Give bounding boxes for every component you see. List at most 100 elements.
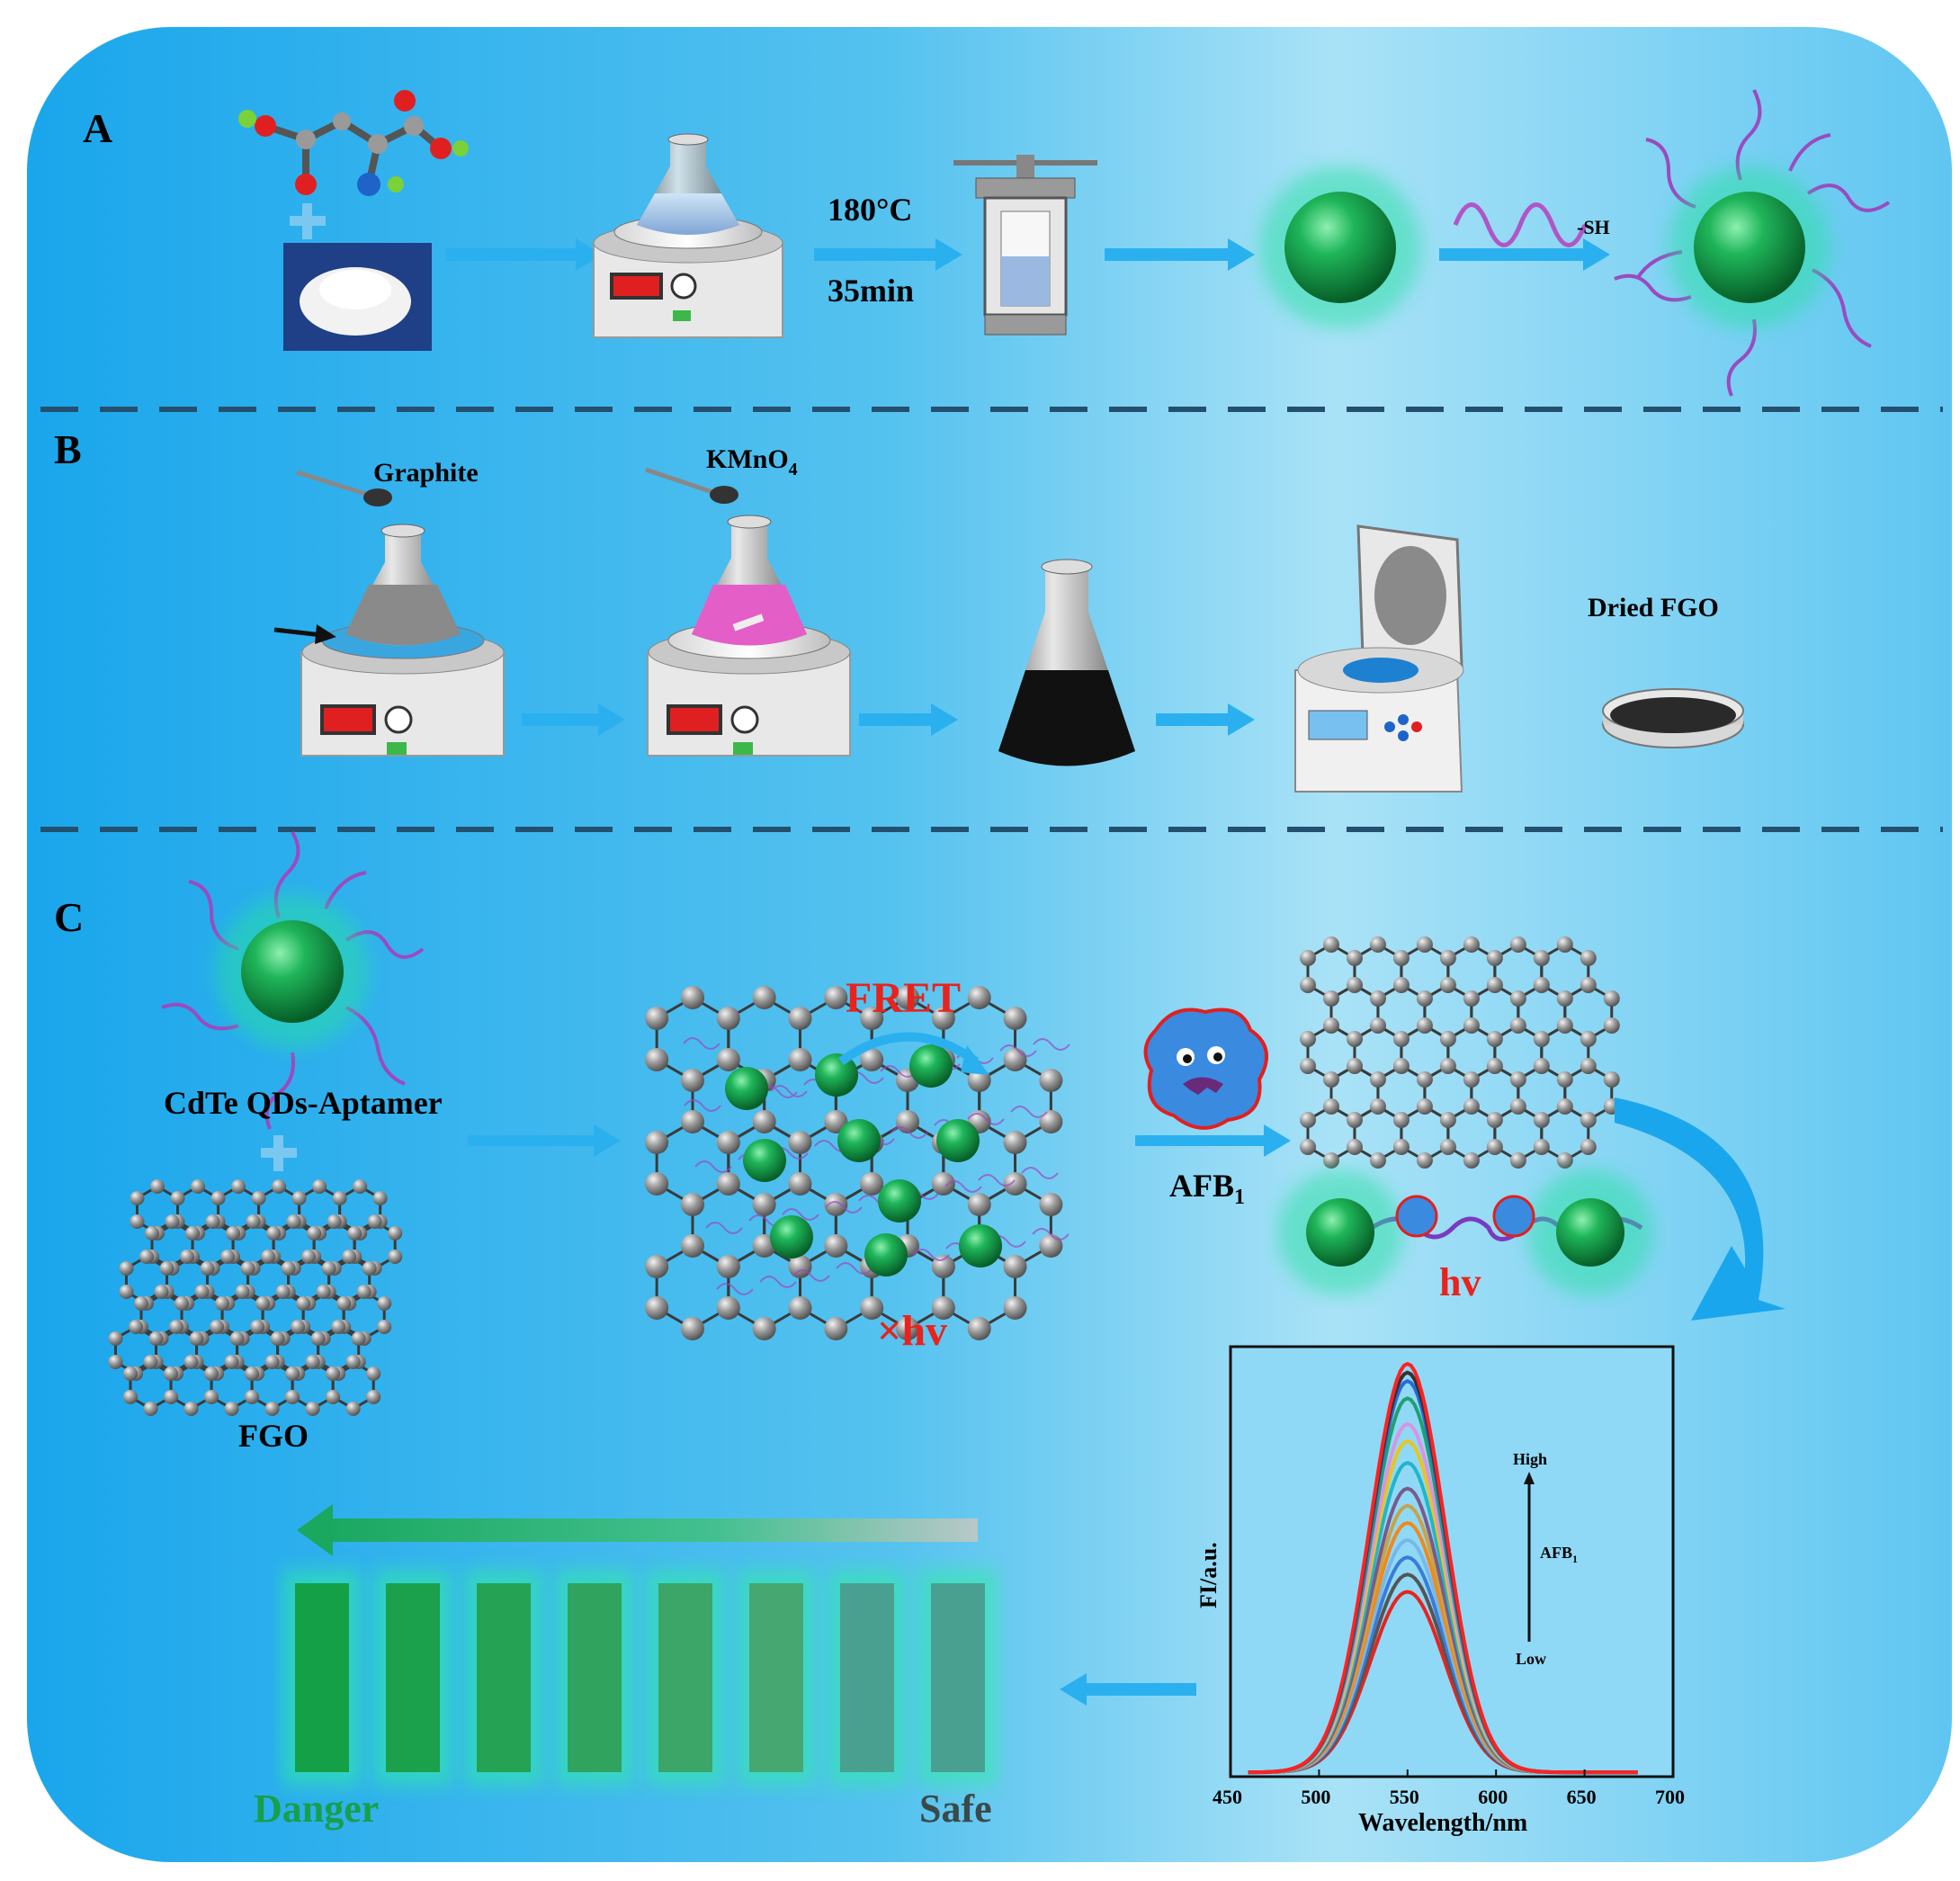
chart-tick-label: 550 — [1390, 1786, 1419, 1808]
chart-annotation-text: AFB — [1540, 1544, 1572, 1562]
aptamer-strand — [770, 1085, 808, 1097]
lattice-atom — [967, 1317, 991, 1340]
aptamer-strand — [891, 1126, 928, 1139]
lattice-atom — [1300, 1031, 1317, 1047]
lattice-atom — [1509, 1071, 1526, 1088]
lattice-atom — [301, 1250, 317, 1264]
lattice-atom — [645, 1007, 669, 1030]
lattice-atom — [164, 1390, 179, 1404]
oxidant-subscript: 4 — [789, 460, 798, 479]
lattice-atom — [1509, 1017, 1526, 1034]
lattice-atom — [1039, 1110, 1063, 1133]
lattice-atom — [1439, 977, 1456, 993]
lattice-atom — [1392, 977, 1410, 993]
lattice-atom — [148, 1331, 164, 1346]
lattice-atom — [261, 1250, 276, 1264]
lattice-atom — [1486, 1058, 1503, 1074]
aptamer-strand — [694, 1160, 732, 1173]
lattice-atom — [1509, 1098, 1526, 1115]
aptamer-quantum-dot-icon — [161, 830, 425, 1130]
lattice-atom — [1556, 1152, 1573, 1169]
lattice-atom — [645, 1048, 669, 1071]
lattice-atom — [1439, 950, 1456, 966]
lattice-atom — [347, 1226, 362, 1241]
lattice-atom — [1003, 1048, 1027, 1071]
lattice-atom — [788, 1007, 812, 1030]
lattice-atom — [1392, 1031, 1410, 1047]
lattice-atom — [1323, 1017, 1339, 1034]
lattice-atom — [169, 1320, 184, 1334]
lattice-atom — [108, 1331, 123, 1346]
lattice-atom — [1463, 1098, 1480, 1115]
fgo-label: FGO — [238, 1418, 309, 1454]
lattice-atom — [1486, 1112, 1503, 1128]
lattice-atom — [191, 1179, 206, 1194]
lattice-atom — [1463, 936, 1480, 953]
aptamer-strand-icon — [1453, 202, 1588, 247]
lattice-atom — [716, 1172, 740, 1196]
test-strip — [840, 1583, 894, 1772]
plus-icon — [290, 203, 326, 239]
lattice-atom — [204, 1390, 219, 1404]
lattice-atom — [332, 1191, 347, 1205]
test-strip — [749, 1583, 803, 1772]
lattice-atom — [1533, 1112, 1550, 1128]
lattice-atom — [1533, 950, 1550, 966]
aptamer-strand — [1010, 1106, 1048, 1118]
arrow-icon — [1060, 1673, 1196, 1706]
black-solution-flask-icon — [998, 559, 1135, 766]
chart-tick-label: 700 — [1655, 1786, 1685, 1808]
aptamer-strand — [759, 1276, 797, 1288]
lattice-atom — [1392, 1112, 1410, 1128]
lattice-atom — [752, 1317, 776, 1340]
lattice-atom — [183, 1355, 199, 1369]
aptamer-strand — [1032, 1228, 1069, 1241]
lattice-atom — [305, 1402, 320, 1416]
lattice-atom — [145, 1226, 159, 1241]
lattice-atom — [1416, 990, 1433, 1007]
quantum-dot — [743, 1139, 786, 1182]
panel-label-c: C — [54, 894, 84, 940]
quantum-dot — [725, 1067, 768, 1110]
lattice-atom — [1439, 1031, 1456, 1047]
dried-fgo-label: Dried FGO — [1588, 593, 1719, 623]
lattice-atom — [231, 1179, 246, 1194]
lattice-atom — [205, 1214, 220, 1229]
lattice-atom — [1416, 1152, 1433, 1169]
spoon-icon — [645, 467, 738, 504]
lattice-atom — [1392, 950, 1410, 966]
lattice-atom — [1416, 1098, 1433, 1115]
lattice-atom — [372, 1191, 388, 1205]
lattice-atom — [165, 1214, 180, 1229]
plus-icon — [261, 1135, 297, 1171]
lattice-atom — [1346, 1112, 1363, 1128]
lattice-atom — [788, 1296, 812, 1320]
lattice-atom — [356, 1285, 371, 1299]
graphene-lattice-icon — [108, 1179, 403, 1416]
aptamer-strand — [683, 1037, 720, 1050]
lattice-atom — [150, 1179, 165, 1194]
lattice-atom — [194, 1285, 210, 1299]
lattice-atom — [143, 1355, 158, 1369]
lattice-atom — [1486, 977, 1503, 993]
aptamer-strand — [716, 1283, 754, 1295]
aptamer-strand — [978, 1174, 1016, 1187]
lattice-atom — [240, 1261, 255, 1276]
emission-label: hv — [1439, 1260, 1481, 1304]
lattice-atom — [185, 1226, 201, 1241]
quantum-dot — [815, 1053, 858, 1097]
chart-tick-label: 500 — [1301, 1786, 1330, 1808]
temperature-label: 180°C — [828, 192, 912, 228]
aptamer-strand — [967, 1113, 1005, 1125]
lattice-atom — [1300, 1139, 1317, 1155]
lattice-atom — [1392, 1058, 1410, 1074]
test-strip — [295, 1583, 349, 1772]
lattice-atom — [108, 1355, 123, 1369]
arrow-icon — [1135, 1124, 1291, 1157]
lattice-atom — [345, 1402, 361, 1416]
chart-series-group — [1248, 1361, 1638, 1775]
lattice-atom — [1533, 1058, 1550, 1074]
lattice-atom — [1486, 950, 1503, 966]
lattice-atom — [1039, 1069, 1063, 1092]
